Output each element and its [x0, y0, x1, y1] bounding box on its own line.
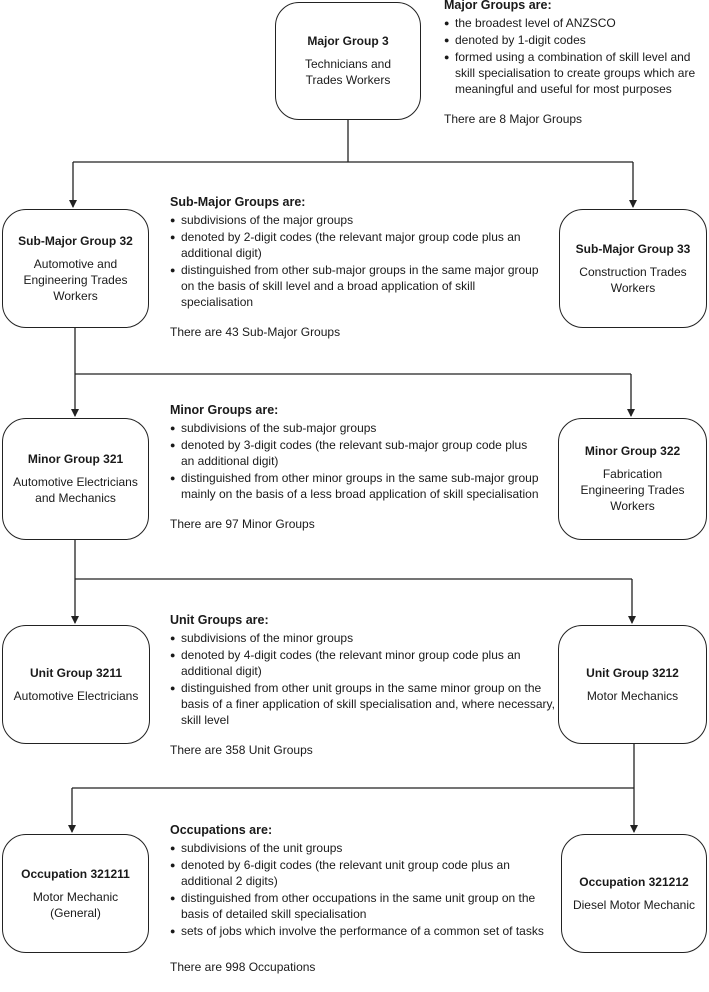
bullet-icon: ●	[170, 650, 176, 660]
occupations-description: Occupations are: ● subdivisions of the un…	[170, 822, 550, 975]
minor-groups-description: Minor Groups are: ● subdivisions of the s…	[170, 402, 542, 532]
bullet-icon: ●	[170, 215, 176, 225]
box-subtitle: Technicians and Trades Workers	[304, 57, 392, 87]
list-item-text: subdivisions of the sub-major groups	[181, 421, 377, 435]
minor-group-321-box: Minor Group 321 Automotive Electricians …	[2, 418, 149, 540]
box-title: Occupation 321212	[579, 874, 689, 889]
description-list: ● subdivisions of the sub-major groups ● d…	[170, 420, 542, 502]
bullet-icon: ●	[170, 265, 176, 275]
list-item: ● subdivisions of the sub-major groups	[170, 420, 542, 436]
list-item: ● denoted by 1-digit codes	[444, 32, 709, 48]
major-group-3-box: Major Group 3 Technicians and Trades Wor…	[275, 2, 421, 120]
description-heading: Occupations are:	[170, 823, 273, 837]
description-heading: Sub-Major Groups are:	[170, 195, 306, 209]
description-heading: Major Groups are:	[444, 0, 552, 12]
bullet-icon: ●	[170, 683, 176, 693]
sub-major-group-33-box: Sub-Major Group 33 Construction Trades W…	[559, 209, 707, 328]
occupation-321212-box: Occupation 321212 Diesel Motor Mechanic	[561, 834, 707, 953]
description-heading: Minor Groups are:	[170, 403, 279, 417]
list-item: ● distinguished from other unit groups in…	[170, 680, 555, 728]
list-item-text: denoted by 3-digit codes (the relevant s…	[181, 438, 528, 468]
unit-groups-description: Unit Groups are: ● subdivisions of the mi…	[170, 612, 555, 758]
group-count: There are 8 Major Groups	[444, 112, 583, 126]
box-subtitle: Construction Trades Workers	[579, 264, 687, 295]
list-item: ● distinguished from other occupations in…	[170, 890, 550, 922]
list-item: ● distinguished from other sub-major grou…	[170, 262, 550, 310]
group-count: There are 97 Minor Groups	[170, 517, 315, 531]
box-subtitle: Automotive and Engineering Trades Worker…	[23, 256, 128, 303]
box-subtitle: Automotive Electricians	[13, 688, 139, 703]
bullet-icon: ●	[170, 843, 176, 853]
box-title: Unit Group 3211	[29, 665, 123, 680]
list-item-text: denoted by 1-digit codes	[455, 33, 586, 47]
box-subtitle: Motor Mechanics	[586, 688, 679, 703]
description-list: ● subdivisions of the major groups ● denot…	[170, 212, 550, 310]
description-list: ● subdivisions of the unit groups ● denote…	[170, 840, 550, 939]
list-item-text: sets of jobs which involve the performan…	[181, 924, 544, 938]
box-title: Sub-Major Group 32	[18, 233, 133, 248]
box-subtitle: Motor Mechanic (General)	[32, 889, 119, 920]
unit-group-3211-box: Unit Group 3211 Automotive Electricians	[2, 625, 150, 744]
description-list: ● subdivisions of the minor groups ● denot…	[170, 630, 555, 728]
description-list: ● the broadest level of ANZSCO ● denoted b…	[444, 15, 709, 97]
description-heading: Unit Groups are:	[170, 613, 269, 627]
box-title: Sub-Major Group 33	[575, 241, 691, 256]
list-item: ● denoted by 3-digit codes (the relevant …	[170, 437, 542, 469]
bullet-icon: ●	[444, 18, 450, 28]
group-count: There are 358 Unit Groups	[170, 743, 313, 757]
list-item: ● denoted by 6-digit codes (the relevant …	[170, 857, 550, 889]
bullet-icon: ●	[170, 860, 176, 870]
list-item-text: subdivisions of the unit groups	[181, 841, 343, 855]
box-title: Occupation 321211	[21, 866, 130, 881]
list-item-text: subdivisions of the major groups	[181, 213, 354, 227]
occupation-321211-box: Occupation 321211 Motor Mechanic (Genera…	[2, 834, 149, 953]
list-item: ● subdivisions of the minor groups	[170, 630, 555, 646]
list-item-text: denoted by 6-digit codes (the relevant u…	[181, 858, 510, 888]
bullet-icon: ●	[444, 52, 450, 62]
list-item: ● sets of jobs which involve the performa…	[170, 923, 550, 939]
box-title: Major Group 3	[307, 34, 389, 48]
list-item: ● the broadest level of ANZSCO	[444, 15, 709, 31]
bullet-icon: ●	[170, 893, 176, 903]
list-item: ● subdivisions of the unit groups	[170, 840, 550, 856]
list-item: ● denoted by 2-digit codes (the relevant …	[170, 229, 550, 261]
list-item-text: distinguished from other occupations in …	[181, 891, 536, 921]
list-item-text: the broadest level of ANZSCO	[455, 16, 616, 30]
list-item-text: distinguished from other unit groups in …	[181, 681, 555, 727]
unit-group-3212-box: Unit Group 3212 Motor Mechanics	[558, 625, 707, 744]
major-groups-description: Major Groups are: ● the broadest level of…	[444, 0, 709, 127]
list-item: ● distinguished from other minor groups i…	[170, 470, 542, 502]
list-item-text: denoted by 2-digit codes (the relevant m…	[181, 230, 521, 260]
list-item-text: distinguished from other sub-major group…	[181, 263, 539, 309]
list-item: ● formed using a combination of skill lev…	[444, 49, 709, 97]
group-count: There are 43 Sub-Major Groups	[170, 325, 341, 339]
bullet-icon: ●	[444, 35, 450, 45]
bullet-icon: ●	[170, 926, 176, 936]
list-item: ● subdivisions of the major groups	[170, 212, 550, 228]
list-item: ● denoted by 4-digit codes (the relevant …	[170, 647, 555, 679]
list-item-text: denoted by 4-digit codes (the relevant m…	[181, 648, 521, 678]
box-title: Minor Group 322	[584, 444, 681, 458]
list-item-text: distinguished from other minor groups in…	[181, 471, 539, 501]
sub-major-groups-description: Sub-Major Groups are: ● subdivisions of t…	[170, 194, 550, 340]
box-title: Minor Group 321	[27, 452, 124, 466]
minor-group-322-box: Minor Group 322 Fabrication Engineering …	[558, 418, 707, 540]
box-subtitle: Diesel Motor Mechanic	[572, 897, 696, 912]
bullet-icon: ●	[170, 232, 176, 242]
list-item-text: subdivisions of the minor groups	[181, 631, 354, 645]
bullet-icon: ●	[170, 473, 176, 483]
group-count: There are 998 Occupations	[170, 960, 316, 974]
box-subtitle: Fabrication Engineering Trades Workers	[580, 467, 685, 513]
box-title: Unit Group 3212	[586, 665, 679, 680]
list-item-text: formed using a combination of skill leve…	[455, 50, 696, 96]
bullet-icon: ●	[170, 423, 176, 433]
sub-major-group-32-box: Sub-Major Group 32 Automotive and Engine…	[2, 209, 149, 328]
bullet-icon: ●	[170, 633, 176, 643]
box-subtitle: Automotive Electricians and Mechanics	[13, 475, 138, 505]
bullet-icon: ●	[170, 440, 176, 450]
